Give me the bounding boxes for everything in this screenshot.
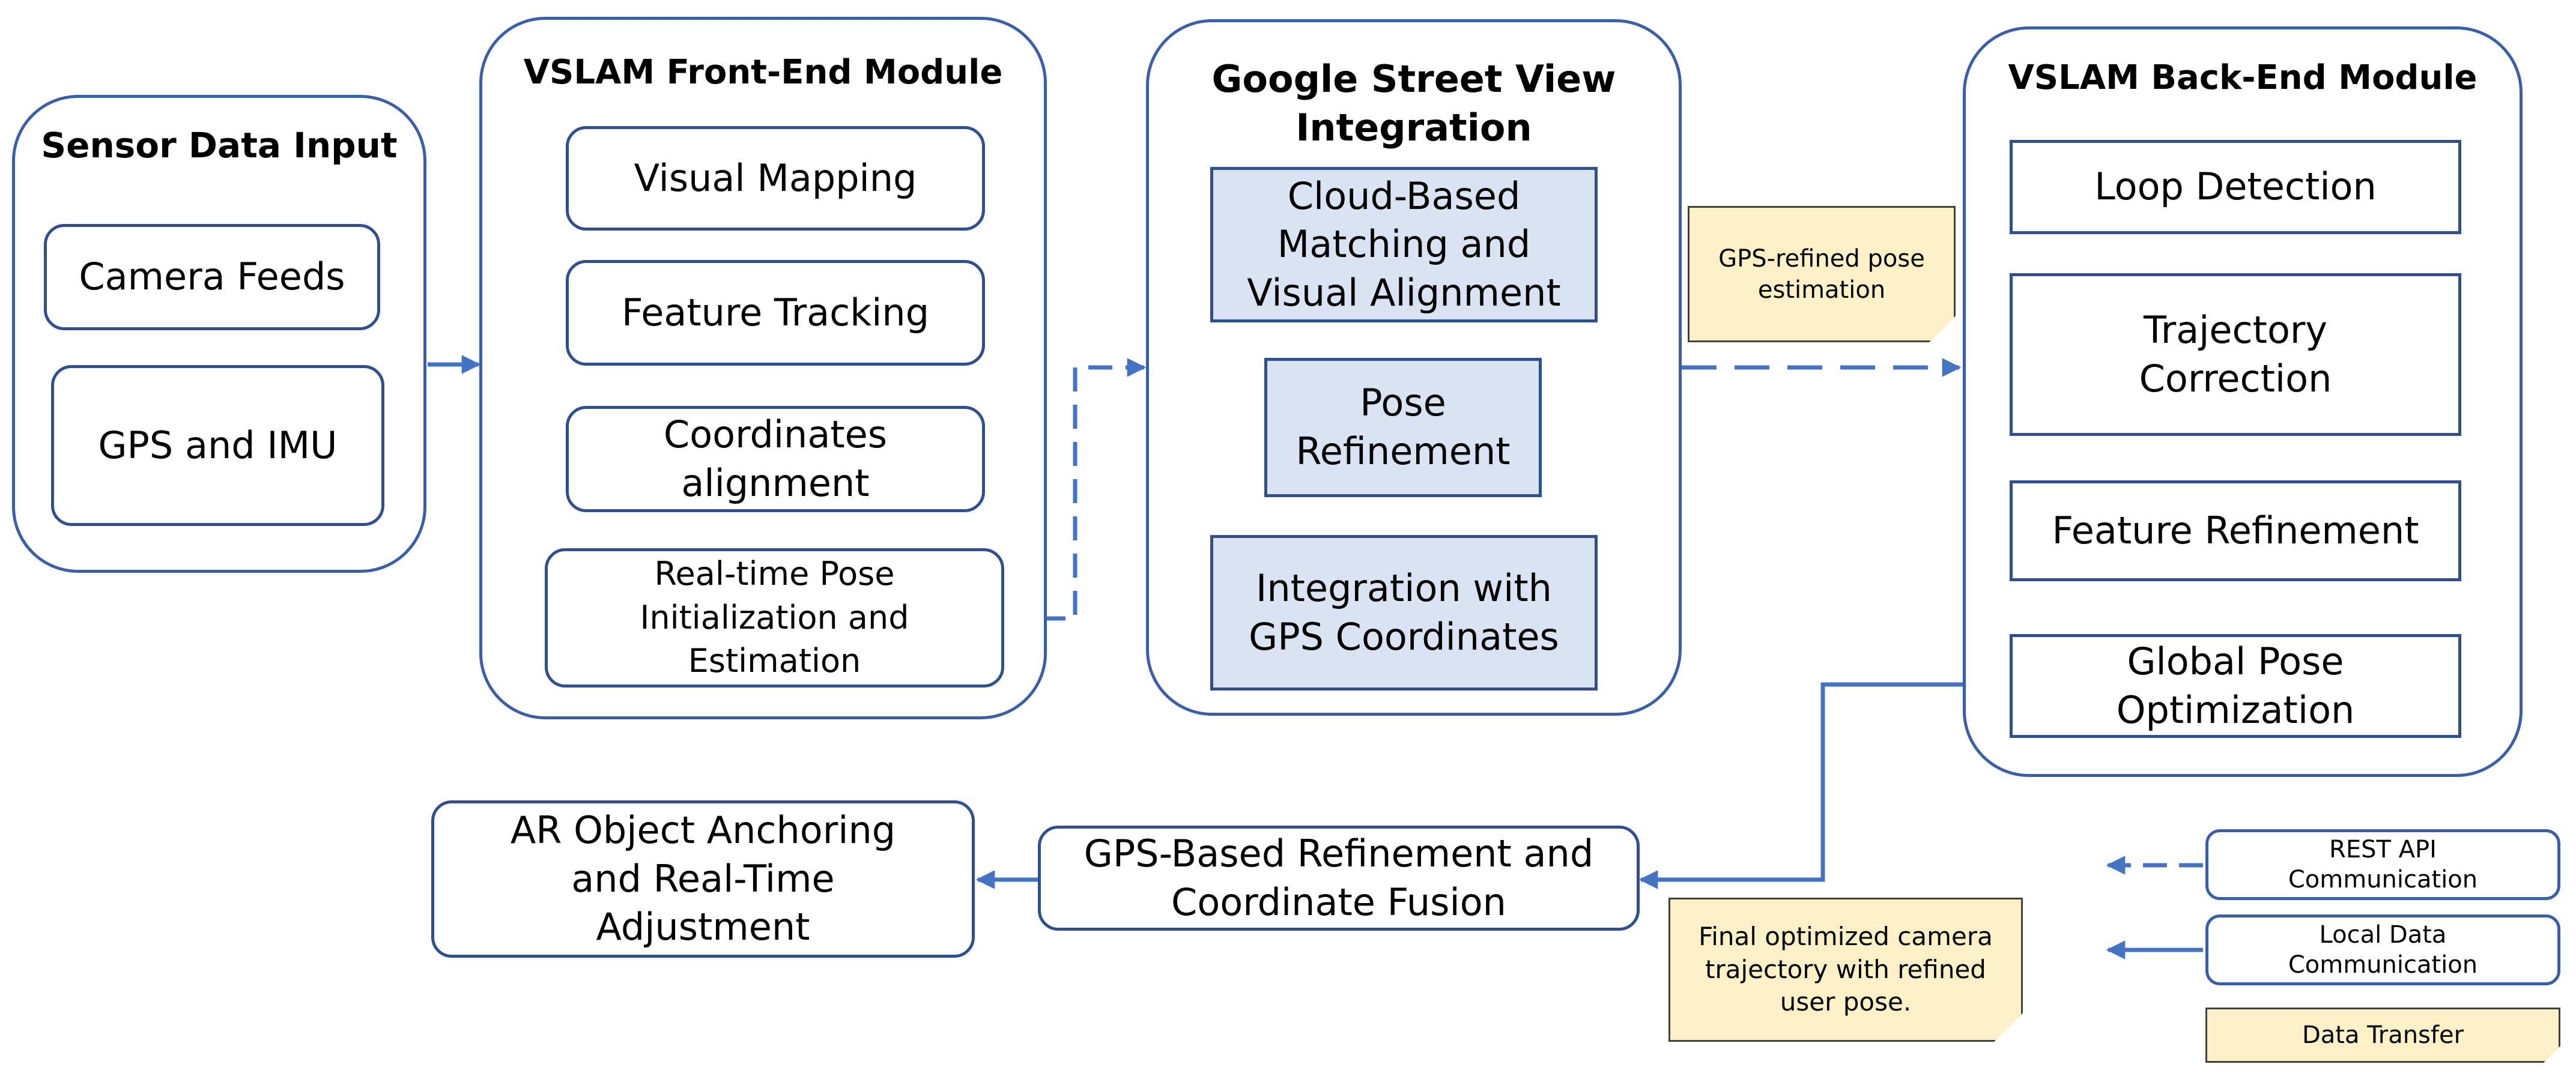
gps-refinement-box[interactable]: GPS-Based Refinement and Coordinate Fusi…	[1038, 826, 1640, 931]
frontend-title: VSLAM Front-End Module	[523, 53, 1003, 92]
sensor-input-title: Sensor Data Input	[41, 125, 398, 166]
legend-rest-api-label: REST API Communication	[2288, 836, 2478, 893]
arrow-global-to-refinement	[1638, 682, 2011, 889]
global-pose-box[interactable]: Global Pose Optimization	[2010, 634, 2461, 738]
gps-imu-box[interactable]: GPS and IMU	[51, 365, 384, 526]
coordinates-alignment-label: Coordinates alignment	[663, 412, 888, 505]
pose-refinement-box[interactable]: Pose Refinement	[1264, 358, 1542, 497]
pose-refinement-label: Pose Refinement	[1296, 381, 1511, 473]
note-fold-icon	[1929, 316, 1956, 342]
trajectory-correction-label: Trajectory Correction	[2139, 307, 2332, 400]
visual-mapping-label: Visual Mapping	[634, 156, 917, 200]
arrow-frontend-to-gsv	[1004, 358, 1147, 621]
feature-tracking-box[interactable]: Feature Tracking	[566, 260, 985, 366]
camera-feeds-label: Camera Feeds	[79, 255, 345, 299]
feature-tracking-label: Feature Tracking	[621, 290, 930, 334]
legend-rest-api: REST API Communication	[2205, 829, 2560, 900]
trajectory-correction-box[interactable]: Trajectory Correction	[2010, 273, 2461, 436]
global-pose-label: Global Pose Optimization	[2116, 639, 2355, 732]
legend-local-data: Local Data Communication	[2205, 914, 2560, 985]
legend-data-transfer-label: Data Transfer	[2302, 1021, 2464, 1049]
coordinates-alignment-box[interactable]: Coordinates alignment	[566, 406, 985, 512]
backend-title: VSLAM Back-End Module	[2008, 58, 2478, 97]
gps-imu-label: GPS and IMU	[98, 423, 338, 467]
final-trajectory-note-text: Final optimized camera trajectory with r…	[1699, 922, 1993, 1017]
feature-refinement-label: Feature Refinement	[2052, 508, 2419, 552]
note-fold-icon	[2544, 1046, 2560, 1063]
note-fold-icon	[1994, 1013, 2023, 1042]
gps-refinement-label: GPS-Based Refinement and Coordinate Fusi…	[1083, 831, 1594, 924]
gsv-title: Google Street View Integration	[1211, 57, 1616, 150]
gps-refined-note-text: GPS-refined pose estimation	[1718, 244, 1925, 304]
loop-detection-label: Loop Detection	[2094, 165, 2377, 209]
legend-data-transfer: Data Transfer	[2205, 1008, 2560, 1063]
gps-integration-box[interactable]: Integration with GPS Coordinates	[1210, 535, 1598, 691]
cloud-matching-box[interactable]: Cloud-Based Matching and Visual Alignmen…	[1210, 167, 1598, 322]
camera-feeds-box[interactable]: Camera Feeds	[44, 224, 380, 330]
final-trajectory-note: Final optimized camera trajectory with r…	[1668, 898, 2023, 1042]
loop-detection-box[interactable]: Loop Detection	[2010, 140, 2461, 234]
gps-refined-note: GPS-refined pose estimation	[1688, 206, 1956, 342]
cloud-matching-label: Cloud-Based Matching and Visual Alignmen…	[1247, 174, 1561, 315]
pose-init-label: Real-time Pose Initialization and Estima…	[640, 554, 909, 680]
ar-anchoring-label: AR Object Anchoring and Real-Time Adjust…	[510, 808, 896, 949]
legend-local-data-label: Local Data Communication	[2288, 921, 2478, 979]
pose-init-box[interactable]: Real-time Pose Initialization and Estima…	[545, 548, 1004, 688]
visual-mapping-box[interactable]: Visual Mapping	[566, 126, 985, 231]
feature-refinement-box[interactable]: Feature Refinement	[2010, 480, 2461, 581]
ar-anchoring-box[interactable]: AR Object Anchoring and Real-Time Adjust…	[431, 800, 975, 958]
gps-integration-label: Integration with GPS Coordinates	[1249, 566, 1559, 659]
